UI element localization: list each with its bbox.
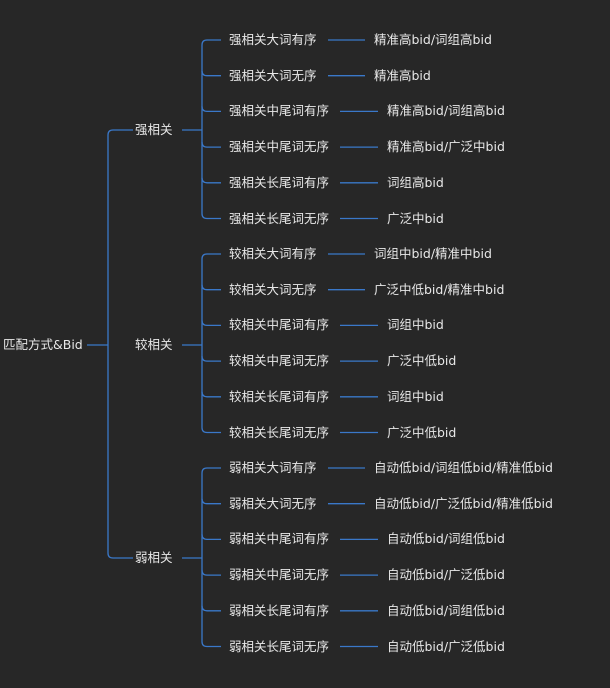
keyword-node[interactable]: 较相关长尾词有序 (229, 388, 330, 404)
keyword-node[interactable]: 弱相关大词无序 (229, 495, 317, 511)
bid-node[interactable]: 精准高bid/词组高bid (387, 103, 505, 119)
keyword-node[interactable]: 弱相关中尾词有序 (229, 531, 330, 547)
keyword-node[interactable]: 较相关中尾词有序 (229, 317, 330, 333)
keyword-node[interactable]: 弱相关大词有序 (229, 460, 317, 475)
item-trunk (201, 253, 221, 434)
group-node[interactable]: 强相关 (135, 122, 173, 137)
bid-node[interactable]: 词组中bid/精准中bid (374, 246, 492, 261)
keyword-node[interactable]: 弱相关长尾词有序 (229, 602, 330, 618)
keyword-node[interactable]: 弱相关中尾词无序 (229, 567, 330, 583)
item-branch (201, 356, 221, 362)
keyword-node[interactable]: 强相关长尾词无序 (229, 210, 330, 226)
bid-node[interactable]: 精准高bid (374, 67, 431, 83)
bid-node[interactable]: 广泛中低bid/精准中bid (374, 281, 505, 297)
keyword-node[interactable]: 较相关大词有序 (229, 246, 317, 261)
bid-node[interactable]: 自动低bid/广泛低bid (387, 638, 505, 654)
item-branch (201, 320, 221, 327)
bid-node[interactable]: 精准高bid/广泛中bid (387, 139, 505, 155)
item-branch (201, 498, 221, 505)
item-branch (201, 70, 221, 77)
item-branch (201, 605, 221, 612)
bid-node[interactable]: 词组中bid (387, 317, 444, 333)
bid-node[interactable]: 自动低bid/广泛低bid/精准低bid (374, 495, 553, 511)
keyword-node[interactable]: 强相关中尾词有序 (229, 103, 330, 119)
keyword-node[interactable]: 较相关中尾词无序 (229, 353, 330, 369)
bid-node[interactable]: 自动低bid/广泛低bid (387, 567, 505, 583)
bid-node[interactable]: 精准高bid/词组高bid (374, 32, 492, 47)
root-node[interactable]: 匹配方式&Bid (3, 337, 83, 352)
group-node[interactable]: 较相关 (135, 337, 173, 352)
bid-node[interactable]: 广泛中bid (387, 210, 444, 226)
bid-node[interactable]: 自动低bid/词组低bid (387, 531, 505, 547)
keyword-node[interactable]: 弱相关长尾词无序 (229, 638, 330, 654)
bid-node[interactable]: 广泛中低bid (387, 424, 457, 440)
group-trunk (107, 129, 133, 559)
item-branch (201, 534, 221, 541)
item-trunk (201, 467, 221, 648)
item-branch (201, 106, 221, 113)
keyword-node[interactable]: 较相关长尾词无序 (229, 424, 330, 440)
group-node[interactable]: 弱相关 (135, 550, 173, 565)
bid-node[interactable]: 自动低bid/词组低bid (387, 602, 505, 618)
item-branch (201, 142, 221, 148)
bid-node[interactable]: 词组高bid (387, 174, 444, 190)
item-branch (201, 391, 221, 398)
keyword-node[interactable]: 强相关大词有序 (229, 32, 317, 47)
keyword-node[interactable]: 强相关中尾词无序 (229, 139, 330, 155)
keyword-node[interactable]: 强相关长尾词有序 (229, 174, 330, 190)
keyword-node[interactable]: 较相关大词无序 (229, 281, 317, 297)
item-branch (201, 570, 221, 576)
item-branch (201, 177, 221, 184)
item-trunk (201, 39, 221, 220)
keyword-node[interactable]: 强相关大词无序 (229, 67, 317, 83)
bid-node[interactable]: 自动低bid/词组低bid/精准低bid (374, 460, 553, 475)
item-branch (201, 284, 221, 291)
bid-node[interactable]: 词组中bid (387, 388, 444, 404)
bid-node[interactable]: 广泛中低bid (387, 353, 457, 369)
